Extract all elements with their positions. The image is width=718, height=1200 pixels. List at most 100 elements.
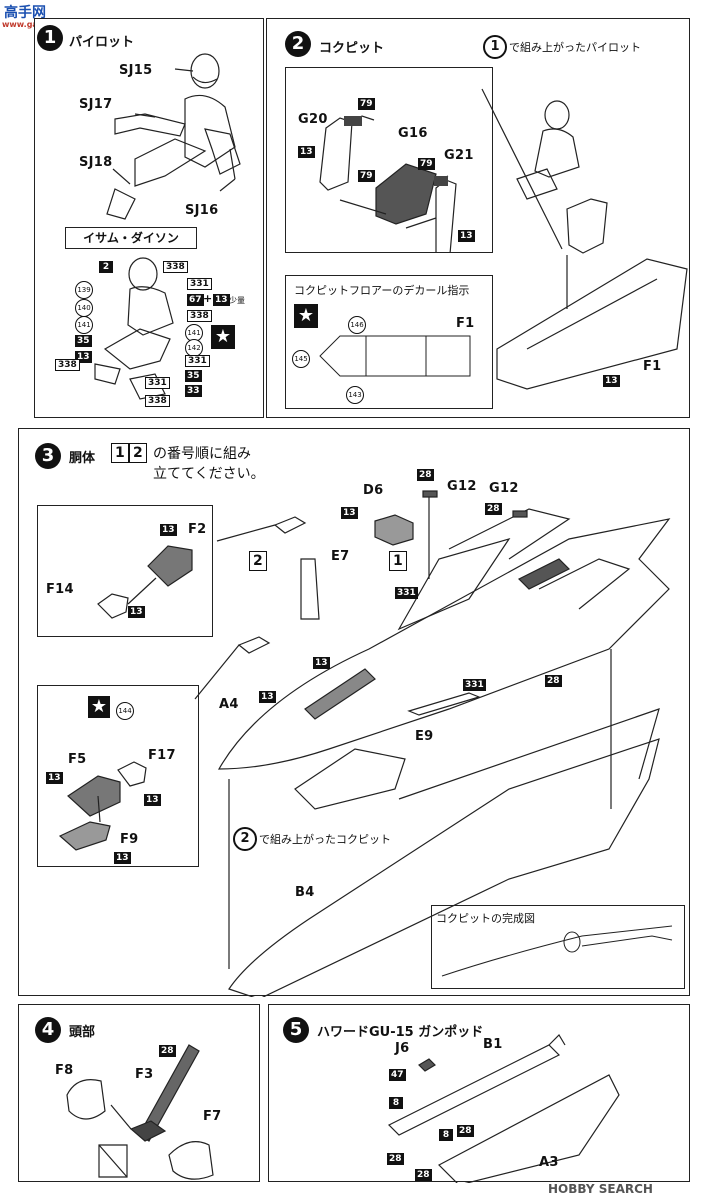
cockpit-assembly-drawing xyxy=(481,88,688,390)
paint-331-b: 331 xyxy=(185,355,210,367)
paint-28-a: 28 xyxy=(417,469,434,481)
decal-141-a: 141 xyxy=(75,316,93,334)
order-box-1: 1 xyxy=(111,443,129,463)
part-d6: D6 xyxy=(363,483,384,498)
paint-79-a: 79 xyxy=(358,98,375,110)
paint-331-a: 331 xyxy=(187,278,212,290)
part-sj16: SJ16 xyxy=(185,203,219,218)
paint-79-b: 79 xyxy=(358,170,375,182)
decal-144: 144 xyxy=(116,702,134,720)
hobbysearch-watermark: HOBBY SEARCH xyxy=(548,1182,653,1196)
part-f2: F2 xyxy=(188,522,207,537)
paint-28-b: 28 xyxy=(387,1153,404,1165)
step5-number: 5 xyxy=(283,1017,309,1043)
paint-28: 28 xyxy=(159,1045,176,1057)
step3-number: 3 xyxy=(35,443,61,469)
paint-338-a: 338 xyxy=(163,261,188,273)
step4-number: 4 xyxy=(35,1017,61,1043)
seat-parts-box: G20 79 13 G16 79 G21 79 13 xyxy=(285,67,493,253)
seat-parts-drawing xyxy=(319,115,457,252)
part-f14: F14 xyxy=(46,582,74,597)
step1-number: 1 xyxy=(37,25,63,51)
part-f5: F5 xyxy=(68,752,87,767)
paint-13-a: 13 xyxy=(213,294,230,306)
part-f8: F8 xyxy=(55,1063,74,1078)
step3-title: 胴体 xyxy=(69,451,96,466)
paint-331-c: 331 xyxy=(145,377,170,389)
floor-decal-box: コクピットフロアーのデカール指示 ★ F1 146 145 143 xyxy=(285,275,493,409)
part-b1: B1 xyxy=(483,1037,503,1052)
paint-8-b: 8 xyxy=(439,1129,453,1141)
step3-panel: 3 胴体 1 2 の番号順に組み 立ててください。 F2 13 F14 13 ★… xyxy=(18,428,690,997)
part-f1-large: F1 xyxy=(643,359,662,374)
paint-13-f1: 13 xyxy=(603,375,620,387)
paint-13-f9: 13 xyxy=(114,852,131,864)
part-g12-b: G12 xyxy=(489,481,519,496)
part-e9: E9 xyxy=(415,729,434,744)
fuselage-assembly-drawing xyxy=(194,490,671,997)
part-sj17: SJ17 xyxy=(79,97,113,112)
decal-145: 145 xyxy=(292,350,310,368)
step4-panel: 4 頭部 F8 28 F3 F7 xyxy=(18,1004,260,1182)
pilot-figure-drawing xyxy=(94,53,241,400)
part-g16: G16 xyxy=(398,126,428,141)
part-sj15: SJ15 xyxy=(119,63,153,78)
paint-331-b: 331 xyxy=(463,679,486,691)
paint-13-f14: 13 xyxy=(128,606,145,618)
pilot-name-box: イサム・ダイソン xyxy=(65,227,197,249)
paint-2: 2 xyxy=(99,261,113,273)
paint-13-d6: 13 xyxy=(341,507,358,519)
cockpit-complete-label: コクピットの完成図 xyxy=(436,912,535,925)
head-parts-drawing xyxy=(66,1044,214,1180)
f5-decal-star-icon: ★ xyxy=(88,696,110,718)
f5-f17-f9-detail-box: ★ 144 F5 F17 13 13 F9 13 xyxy=(37,685,199,867)
part-b4: B4 xyxy=(295,885,315,900)
step3-instruction-line2: 立ててください。 xyxy=(153,466,265,482)
step3-instruction-line1: の番号順に組み xyxy=(153,446,251,462)
part-f17: F17 xyxy=(148,748,176,763)
part-g12-a: G12 xyxy=(447,479,477,494)
part-a3: A3 xyxy=(539,1155,559,1170)
paint-67: 67 xyxy=(187,294,204,306)
cockpit-ref-text: で組み上がったコクピット xyxy=(259,833,391,846)
part-j6: J6 xyxy=(395,1041,410,1056)
part-e7: E7 xyxy=(331,549,350,564)
step5-panel: 5 ハワードGU-15 ガンポッド J6 B1 47 8 8 28 28 28 … xyxy=(268,1004,690,1183)
part-sj18: SJ18 xyxy=(79,155,113,170)
paint-338-b: 338 xyxy=(187,310,212,322)
watermark-logo: 高手网 xyxy=(4,5,46,21)
paint-35-b: 35 xyxy=(185,370,202,382)
paint-13-e: 13 xyxy=(313,657,330,669)
floor-decal-star-icon: ★ xyxy=(294,304,318,328)
cockpit-complete-box: コクピットの完成図 xyxy=(431,905,685,989)
part-f3: F3 xyxy=(135,1067,154,1082)
paint-47: 47 xyxy=(389,1069,406,1081)
floor-decal-part: F1 xyxy=(456,316,475,331)
paint-79-c: 79 xyxy=(418,158,435,170)
paint-28-c: 28 xyxy=(415,1169,432,1181)
decal-142: 142 xyxy=(185,339,203,357)
paint-13-g20: 13 xyxy=(298,146,315,158)
step2-ref-number: 1 xyxy=(483,35,507,59)
gunpod-drawing xyxy=(387,1034,620,1183)
part-a4: A4 xyxy=(219,697,239,712)
paint-33: 33 xyxy=(185,385,202,397)
cockpit-ref-number: 2 xyxy=(233,827,257,851)
decal-140: 140 xyxy=(75,299,93,317)
paint-13-f: 13 xyxy=(259,691,276,703)
decal-139: 139 xyxy=(75,281,93,299)
f5-f17-f9-drawing xyxy=(58,761,147,851)
paint-28-b: 28 xyxy=(485,503,502,515)
step5-title: ハワードGU-15 ガンポッド xyxy=(317,1025,484,1040)
part-g20: G20 xyxy=(298,112,328,127)
framed-order-2: 2 xyxy=(249,551,267,571)
step2-ref-text: で組み上がったパイロット xyxy=(509,41,641,54)
paint-13-f2: 13 xyxy=(160,524,177,536)
paint-13-f5: 13 xyxy=(46,772,63,784)
paint-331-a: 331 xyxy=(395,587,418,599)
small-amount-note: 少量 xyxy=(229,296,245,305)
step1-panel: 1 パイロット SJ15 SJ xyxy=(34,18,264,418)
paint-13-g21: 13 xyxy=(458,230,475,242)
paint-28-a: 28 xyxy=(457,1125,474,1137)
f2-f14-drawing xyxy=(97,545,193,619)
